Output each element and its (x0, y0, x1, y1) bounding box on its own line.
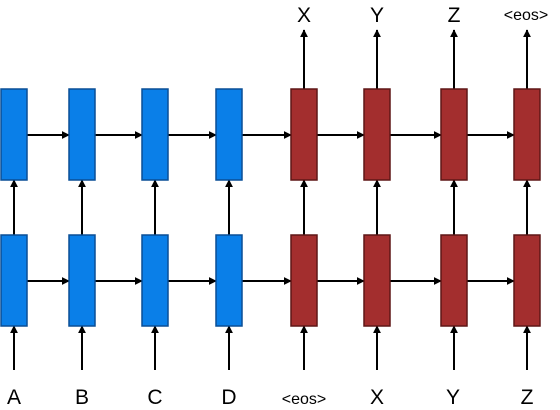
output-label-y: Y (370, 4, 384, 27)
input-label-eos: <eos> (282, 391, 326, 408)
decoder-cell-layer2-step6 (363, 234, 391, 327)
encoder-cell-layer2-step1 (0, 234, 28, 327)
encoder-cell-layer2-step2 (68, 234, 96, 327)
output-label-eos: <eos> (504, 7, 548, 24)
input-label-c: C (147, 386, 162, 409)
decoder-cell-layer1-step5 (290, 88, 318, 181)
decoder-cell-layer2-step5 (290, 234, 318, 327)
input-label-d: D (221, 386, 236, 409)
input-label-z: Z (521, 386, 534, 409)
decoder-cell-layer1-step7 (440, 88, 468, 181)
input-label-a: A (7, 386, 21, 409)
encoder-cell-layer1-step1 (0, 88, 28, 181)
input-label-y: Y (446, 386, 460, 409)
decoder-cell-layer1-step8 (513, 88, 541, 181)
encoder-cell-layer1-step3 (141, 88, 169, 181)
output-label-z: Z (448, 4, 461, 27)
arrows-layer (10, 29, 531, 370)
decoder-cell-layer1-step6 (363, 88, 391, 181)
cells-layer (0, 88, 541, 327)
output-label-x: X (297, 4, 311, 27)
decoder-cell-layer2-step7 (440, 234, 468, 327)
input-label-x: X (370, 386, 384, 409)
decoder-cell-layer2-step8 (513, 234, 541, 327)
encoder-cell-layer1-step2 (68, 88, 96, 181)
encoder-cell-layer2-step3 (141, 234, 169, 327)
input-label-b: B (75, 386, 89, 409)
encoder-cell-layer1-step4 (215, 88, 243, 181)
encoder-cell-layer2-step4 (215, 234, 243, 327)
